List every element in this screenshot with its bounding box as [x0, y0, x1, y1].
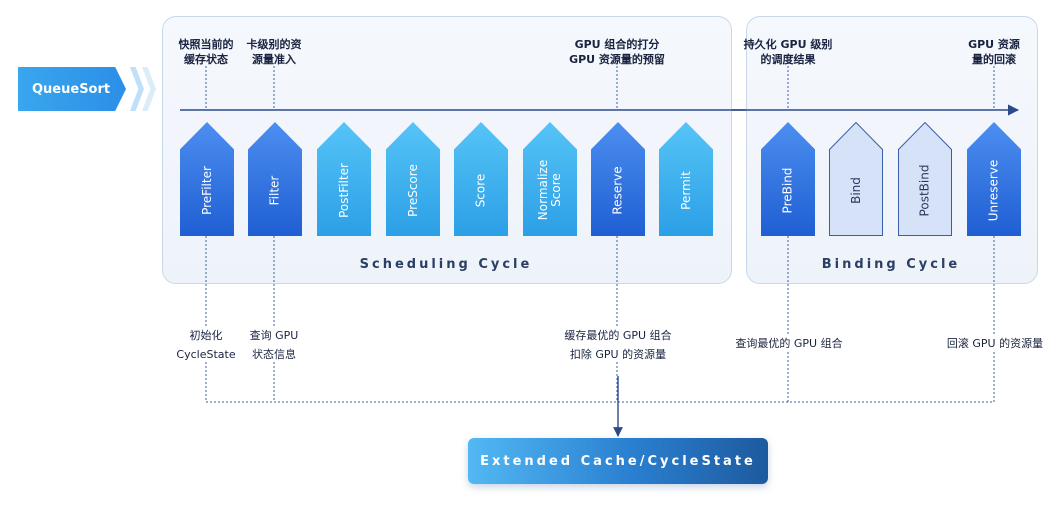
top-annotation-snapshot: 快照当前的缓存状态 — [178, 38, 234, 66]
queuesort-label: QueueSort — [32, 81, 111, 97]
plugin-prefilter: PreFilter — [180, 122, 234, 236]
bottom-annotation-query-optimal: 查询最优的 GPU 组合 — [728, 336, 850, 351]
plugin-filter: Filter — [248, 122, 302, 236]
plugin-prebind: PreBind — [761, 122, 815, 236]
binding-cycle-label: Binding Cycle — [821, 257, 961, 272]
plugin-unreserve: Unreserve — [967, 122, 1021, 236]
bottom-annotation-rollback: 回滚 GPU 的资源量 — [940, 336, 1050, 351]
queuesort-node: QueueSort — [18, 67, 126, 111]
top-annotation-admission: 卡级别的资源量准入 — [246, 38, 302, 66]
top-annotation-rollback: GPU 资源量的回滚 — [968, 38, 1020, 66]
plugin-reserve: Reserve — [591, 122, 645, 236]
plugin-postfilter: PostFilter — [317, 122, 371, 236]
plugin-permit: Permit — [659, 122, 713, 236]
top-annotation-persist: 持久化 GPU 级别的调度结果 — [743, 38, 833, 66]
scheduling-cycle-label: Scheduling Cycle — [359, 257, 533, 272]
bottom-annotation-cache-deduct: 缓存最优的 GPU 组合扣除 GPU 的资源量 — [552, 328, 684, 362]
plugin-prescore: PreScore — [386, 122, 440, 236]
extended-cache-label: Extended Cache/CycleState — [480, 453, 756, 469]
plugin-score: Score — [454, 122, 508, 236]
extended-cache-box: Extended Cache/CycleState — [468, 438, 768, 484]
